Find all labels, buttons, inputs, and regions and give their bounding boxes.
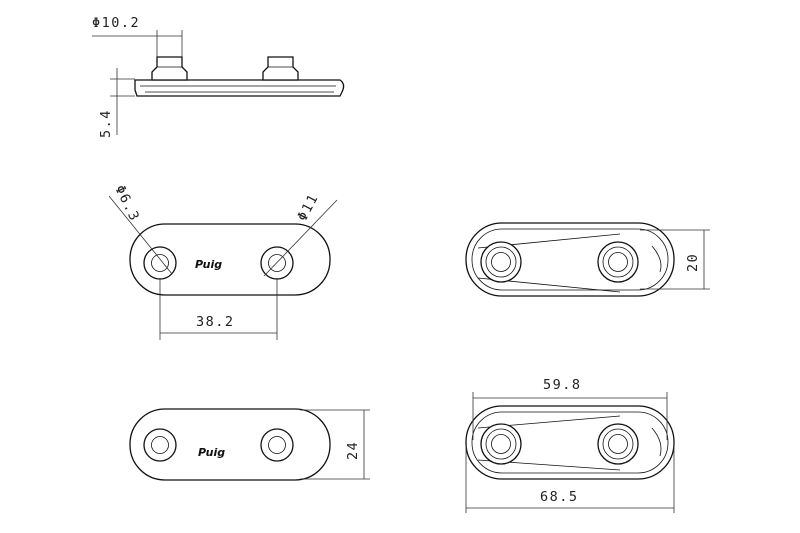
dim-overall-length: 68.5 (465, 446, 675, 513)
dim-overall-length-text: 68.5 (540, 489, 579, 505)
brand-logo-front: Puig (195, 258, 222, 271)
dim-width-20-text: 20 (685, 253, 701, 272)
dim-boss-diameter: Φ10.2 (92, 15, 183, 57)
dim-height: 5.4 (98, 68, 135, 138)
dim-inner-length-text: 59.8 (543, 377, 582, 393)
dim-outer-diameter-text: Φ11 (294, 191, 322, 224)
dim-height-text: 5.4 (98, 109, 114, 138)
dim-inner-length: 59.8 (472, 377, 668, 440)
dim-hole-diameter-text: Φ6.3 (111, 183, 142, 225)
dim-boss-diameter-text: Φ10.2 (92, 15, 140, 31)
dim-hole-spacing-text: 38.2 (196, 314, 235, 330)
underside-view-top (465, 222, 675, 297)
plan-view-back: Puig (129, 408, 331, 481)
underside-view-bottom (465, 405, 675, 480)
side-view (134, 56, 345, 97)
dim-width-24: 24 (300, 409, 370, 480)
dim-width-24-text: 24 (345, 441, 361, 460)
brand-logo-back: Puig (198, 446, 225, 459)
dim-width-20: 20 (640, 229, 710, 290)
dim-hole-spacing: 38.2 (159, 278, 278, 340)
